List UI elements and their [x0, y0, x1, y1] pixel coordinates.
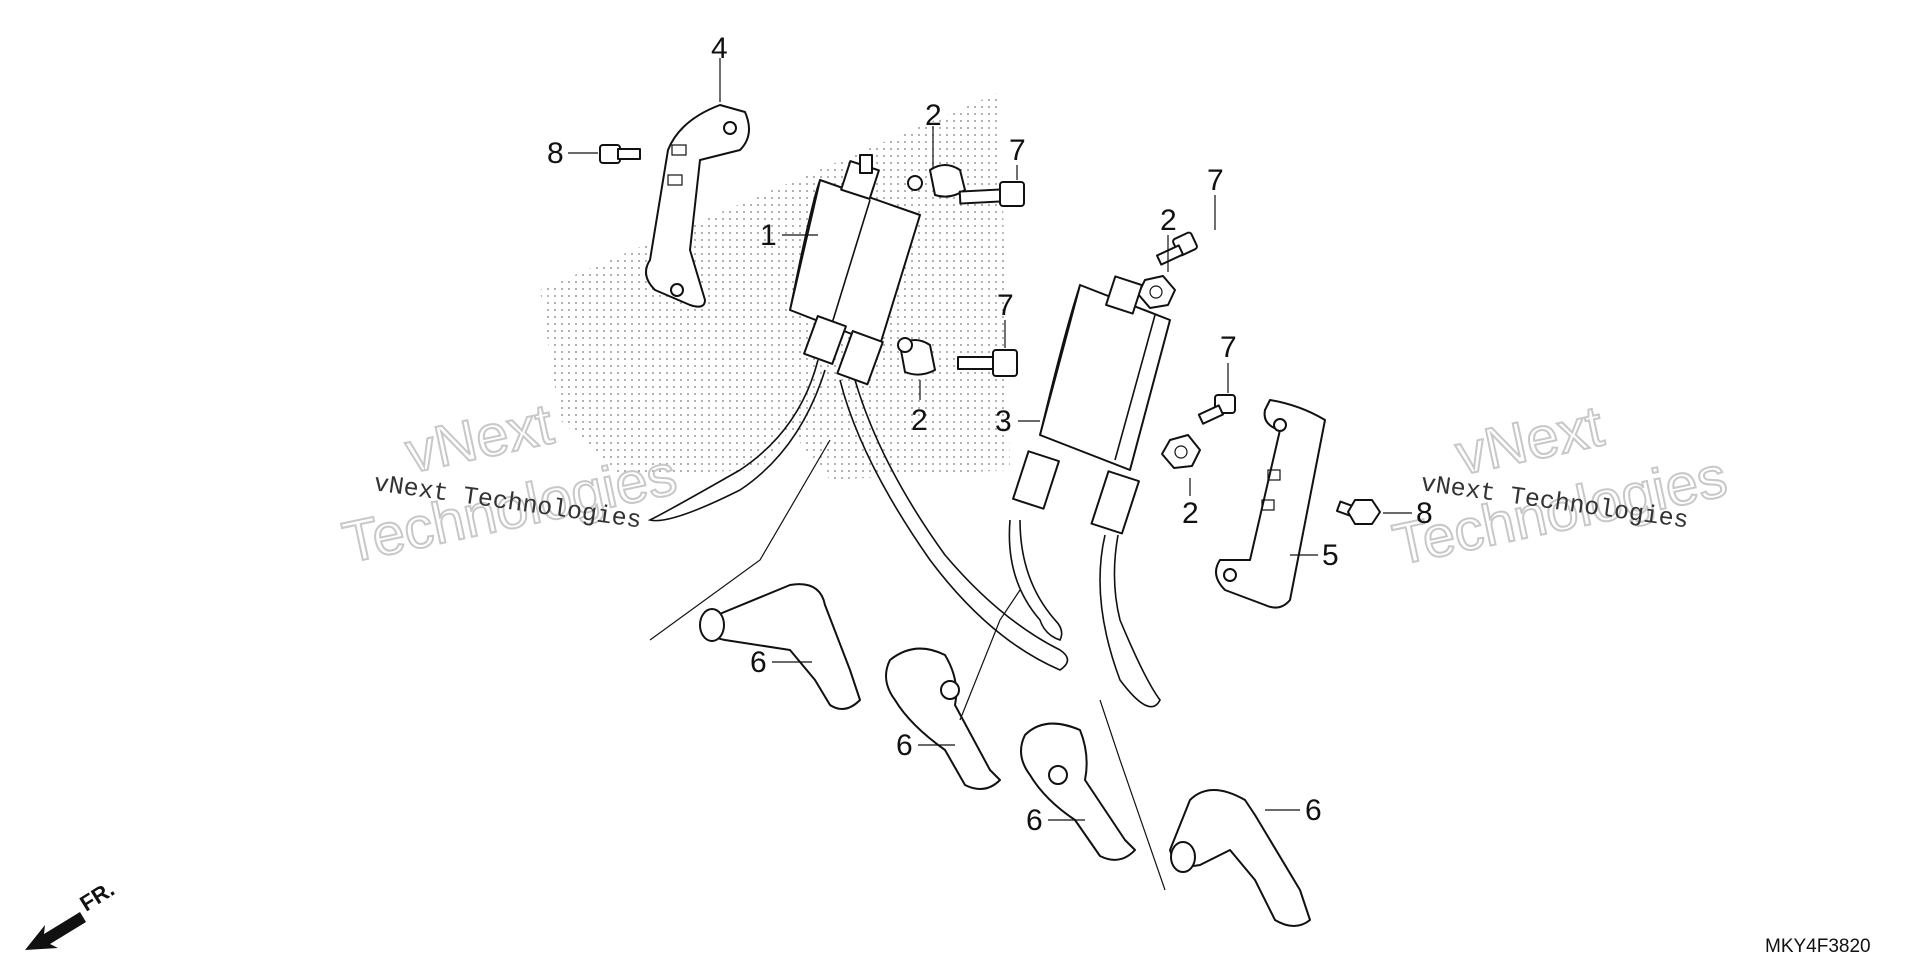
arrow-left-icon	[25, 912, 86, 950]
clamp-d	[1161, 434, 1201, 469]
bolt-a	[958, 181, 1025, 207]
bolt-c	[1156, 231, 1198, 266]
frame-silhouette	[540, 92, 1010, 480]
callout-bolt-b: 7	[997, 289, 1014, 322]
callout-ignition-coil-rear: 3	[995, 405, 1012, 438]
bolt-d	[1197, 394, 1236, 425]
callout-ignition-coil-front: 1	[760, 219, 777, 252]
callout-plug-cap-1: 6	[750, 646, 767, 679]
bracket-right	[1215, 399, 1326, 609]
plug-cap-4	[1169, 789, 1311, 927]
plug-cap-3	[1020, 722, 1136, 861]
bolt-left	[599, 144, 641, 164]
plug-cap-1	[699, 583, 861, 710]
plug-cap-2	[885, 647, 1001, 790]
callout-plug-cap-3: 6	[1026, 804, 1043, 837]
lead-front-1	[647, 359, 826, 522]
callout-bolt-a: 7	[1009, 134, 1026, 167]
callout-clamp-b: 2	[911, 404, 928, 437]
callout-clamp-c: 2	[1160, 204, 1177, 237]
clamp-c	[1137, 275, 1176, 309]
guide-mid	[959, 589, 1021, 721]
ignition-coil-front	[789, 154, 921, 386]
bolt-b	[957, 349, 1018, 377]
callout-plug-cap-2: 6	[896, 729, 913, 762]
bolt-right	[1335, 499, 1381, 525]
callout-bolt-d: 7	[1220, 331, 1237, 364]
callout-bolt-c: 7	[1207, 164, 1224, 197]
callout-plug-cap-4: 6	[1305, 794, 1322, 827]
lead-rear-2	[1099, 534, 1161, 708]
ignition-coil-rear	[1012, 275, 1171, 535]
bracket-left	[645, 104, 750, 308]
guide-right	[1099, 699, 1166, 891]
direction-label: FR.	[75, 876, 118, 916]
callout-bolt-left: 8	[547, 137, 564, 170]
lead-front-2	[839, 379, 1069, 671]
leader-lines	[568, 58, 1412, 821]
callout-clamp-a: 2	[925, 99, 942, 132]
clamp-b	[897, 337, 936, 376]
guide-left	[649, 439, 831, 641]
callout-bolt-right: 8	[1416, 497, 1433, 530]
front-direction-arrow: FR.	[25, 876, 119, 950]
callout-bracket-right: 5	[1322, 539, 1339, 572]
clamp-a	[907, 164, 966, 198]
callout-clamp-d: 2	[1182, 497, 1199, 530]
lead-rear-1	[1008, 519, 1063, 641]
callout-bracket-left: 4	[711, 32, 728, 65]
diagram-code: MKY4F3820	[1765, 936, 1871, 957]
